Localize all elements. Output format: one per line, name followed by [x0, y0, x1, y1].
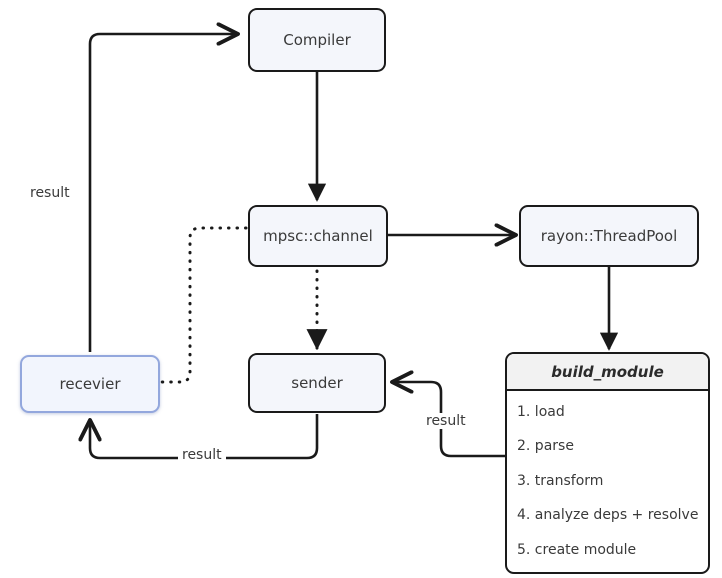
node-build-module[interactable]: build_module 1. load 2. parse 3. transfo…	[505, 352, 710, 574]
build-module-steps: 1. load 2. parse 3. transform 4. analyze…	[507, 391, 708, 572]
edge-label-result-right: result	[422, 413, 470, 429]
list-item: 3. transform	[517, 472, 604, 489]
node-compiler-label: Compiler	[283, 31, 351, 49]
list-item: 4. analyze deps + resolve	[517, 507, 699, 524]
node-rayon-threadpool[interactable]: rayon::ThreadPool	[519, 205, 699, 267]
list-item: 1. load	[517, 403, 565, 420]
edge-receiver-to-compiler	[88, 22, 240, 352]
node-sender[interactable]: sender	[248, 353, 386, 413]
list-item: 2. parse	[517, 438, 574, 455]
node-receiver[interactable]: recevier	[20, 355, 160, 413]
build-module-header: build_module	[507, 354, 708, 391]
node-compiler[interactable]: Compiler	[248, 8, 386, 72]
node-receiver-label: recevier	[59, 375, 121, 393]
node-mpsc-channel-label: mpsc::channel	[263, 227, 373, 245]
node-mpsc-channel[interactable]: mpsc::channel	[248, 205, 388, 267]
node-rayon-threadpool-label: rayon::ThreadPool	[540, 227, 678, 245]
edge-channel-to-receiver-dotted	[158, 226, 248, 384]
node-sender-label: sender	[291, 374, 343, 392]
edge-label-result-left: result	[26, 185, 74, 201]
edge-label-result-bottom: result	[178, 447, 226, 463]
list-item: 5. create module	[517, 541, 637, 558]
